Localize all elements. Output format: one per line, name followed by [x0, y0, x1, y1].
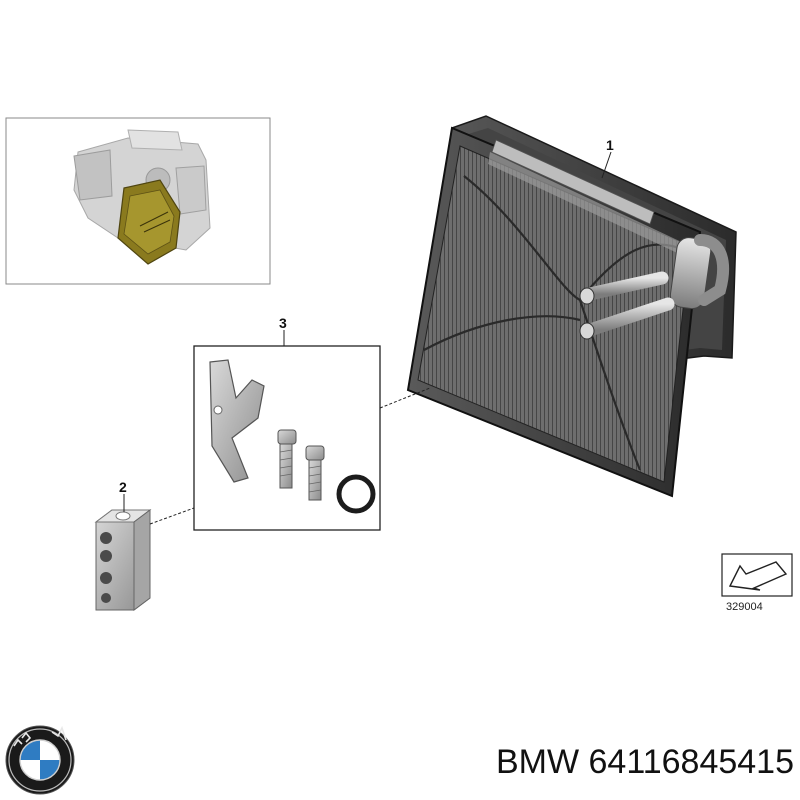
- bolt-2: [305, 445, 325, 501]
- footer-brand: BMW: [495, 743, 580, 781]
- highlighted-evaporator: [117, 179, 181, 265]
- callout-1: 1: [606, 137, 614, 153]
- evaporator: [406, 115, 737, 498]
- bmw-logo: [5, 725, 75, 795]
- expansion-valve: [94, 509, 152, 611]
- footer-part-label: BMW 64116845415: [410, 740, 794, 784]
- overview-inset: [5, 117, 271, 285]
- reference-symbol: 329004: [721, 553, 793, 613]
- arrow-icon: [728, 561, 788, 591]
- bolt-1: [277, 429, 297, 489]
- dashed-connector-evaporator: [379, 387, 431, 409]
- dashed-connector-valve: [149, 507, 195, 525]
- bmw-lettering: [13, 725, 67, 747]
- o-ring: [336, 474, 376, 514]
- leader-lines: [123, 151, 612, 525]
- reference-code: 329004: [726, 601, 763, 613]
- footer-part-number: 64116845415: [588, 743, 794, 781]
- mounting-kit-box: [193, 345, 381, 531]
- callout-3: 3: [279, 315, 287, 331]
- mounting-bracket: [209, 359, 265, 483]
- callout-2: 2: [119, 479, 127, 495]
- leader-line-1: [601, 151, 612, 179]
